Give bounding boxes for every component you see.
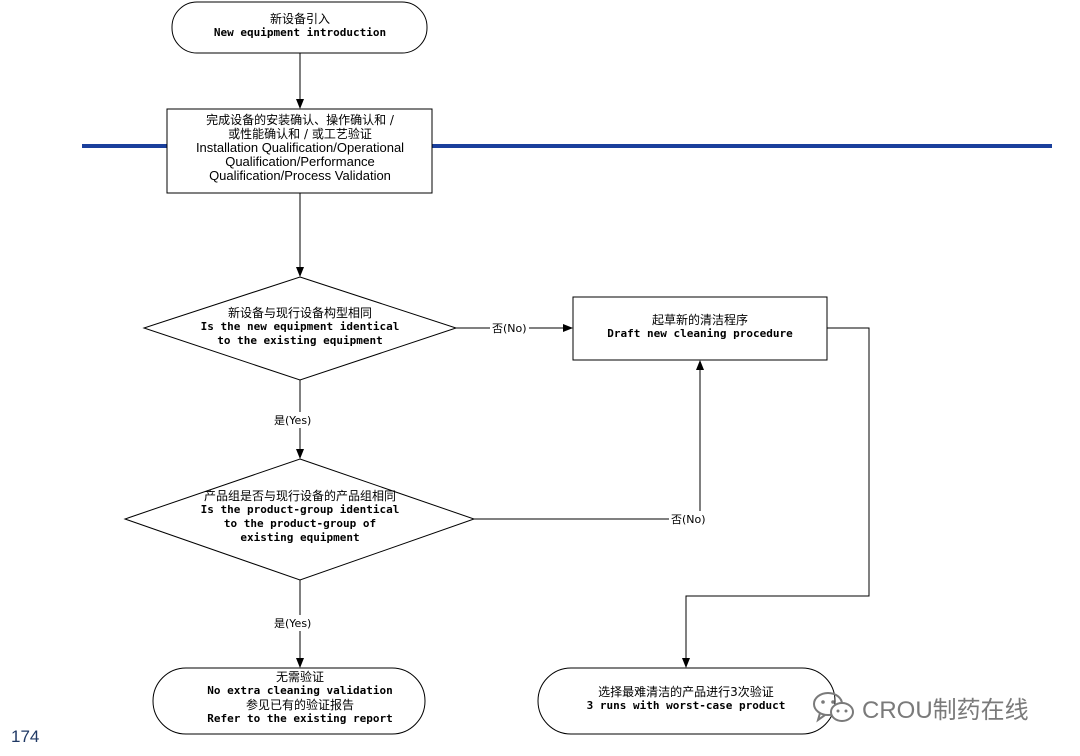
decision1-label: 新设备与现行设备构型相同 Is the new equipment identi… [200,306,400,347]
no-validation-terminator [152,667,426,735]
wechat-icon [813,691,854,722]
edge-draft-to-worst-case [682,327,870,668]
start-label: 新设备引入 New equipment introduction [213,12,387,39]
decision1-yes-label: 是(Yes) [272,412,314,428]
decision1-no-label: 否(No) [490,320,529,336]
edge-decision2-no [474,360,704,520]
decision2-no-label: 否(No) [669,511,708,527]
worst-case-terminator [537,667,836,735]
worst-case-label: 选择最难清洁的产品进行3次验证 3 runs with worst-case p… [586,685,786,712]
decision2-yes-label: 是(Yes) [272,615,314,631]
no-validation-label: 无需验证 No extra cleaning validation 参见已有的验… [207,670,393,725]
draft-label: 起草新的清洁程序 Draft new cleaning procedure [607,313,793,340]
watermark-text: CROU制药在线 [862,697,1029,724]
watermark: CROU制药在线 [812,690,1029,725]
qualification-box [166,108,433,194]
page-number: 174 [11,727,40,746]
decision2-label: 产品组是否与现行设备的产品组相同 Is the product-group id… [200,489,400,544]
qualification-label: 完成设备的安装确认、操作确认和 / 或性能确认和 / 或工艺验证 Install… [195,113,405,183]
